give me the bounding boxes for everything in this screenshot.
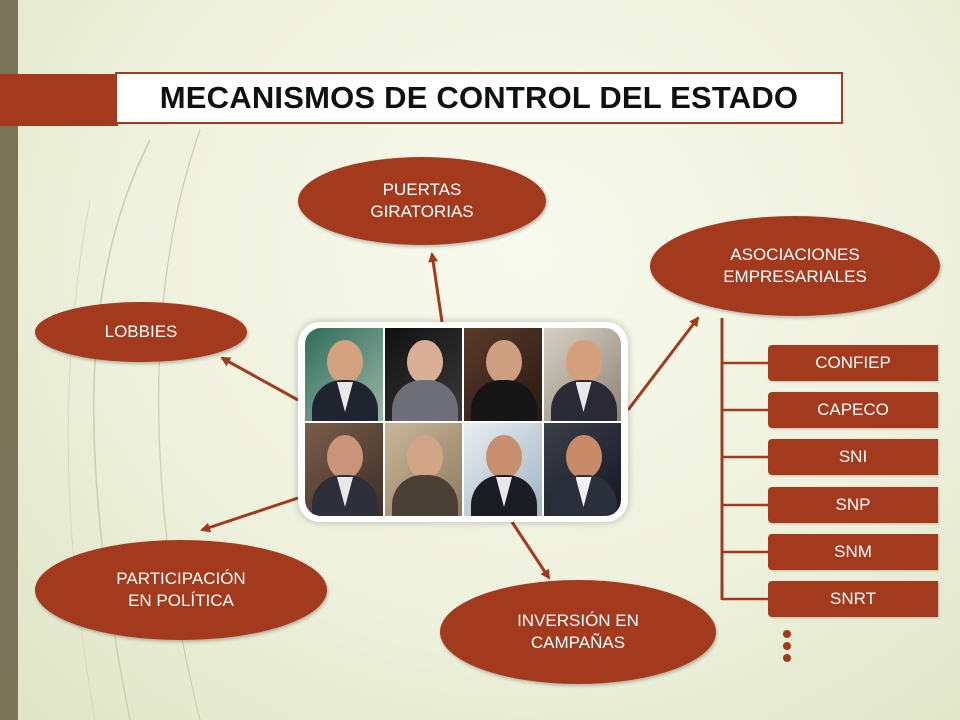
photo-collage bbox=[305, 328, 621, 516]
arrow-to-participacion bbox=[200, 496, 299, 533]
arrow-to-inversion bbox=[510, 521, 551, 580]
association-tag-sni: SNI bbox=[768, 439, 938, 475]
node-lobbies: LOBBIES bbox=[35, 302, 247, 362]
tag-label: SNI bbox=[838, 447, 868, 466]
association-tag-snm: SNM bbox=[768, 534, 938, 570]
tag-label: SNM bbox=[834, 542, 872, 561]
arrow-to-asociaciones bbox=[626, 316, 700, 411]
portrait-photo bbox=[543, 328, 621, 421]
node-label: LOBBIES bbox=[104, 321, 178, 341]
portrait-photo bbox=[305, 423, 383, 516]
title-accent-bar bbox=[0, 74, 118, 126]
title-box: MECANISMOS DE CONTROL DEL ESTADO bbox=[115, 72, 843, 124]
association-tag-capeco: CAPECO bbox=[768, 392, 938, 428]
arrow-to-puertas bbox=[428, 252, 444, 323]
page-title: MECANISMOS DE CONTROL DEL ESTADO bbox=[159, 80, 799, 115]
node-label: PUERTAS GIRATORIAS bbox=[370, 179, 474, 221]
node-asociaciones-empresariales: ASOCIACIONES EMPRESARIALES bbox=[650, 216, 940, 316]
node-label: ASOCIACIONES EMPRESARIALES bbox=[723, 244, 867, 286]
tag-label: SNP bbox=[835, 495, 871, 514]
side-bar bbox=[0, 0, 18, 720]
more-ellipsis-icon bbox=[780, 630, 794, 666]
portrait-photo bbox=[464, 423, 542, 516]
portrait-photo bbox=[543, 423, 621, 516]
portrait-photo bbox=[305, 328, 383, 421]
node-label: PARTICIPACIÓN EN POLÍTICA bbox=[116, 568, 246, 610]
association-tag-snrt: SNRT bbox=[768, 581, 938, 617]
background-curve bbox=[67, 199, 96, 720]
tag-label: SNRT bbox=[830, 589, 876, 608]
node-inversion-en-campanas: INVERSIÓN EN CAMPAÑAS bbox=[440, 580, 716, 684]
node-label: INVERSIÓN EN CAMPAÑAS bbox=[517, 610, 639, 652]
association-tag-confiep: CONFIEP bbox=[768, 345, 938, 381]
portrait-photo bbox=[384, 328, 462, 421]
tag-label: CONFIEP bbox=[815, 353, 891, 372]
arrow-to-lobbies bbox=[220, 356, 299, 402]
node-puertas-giratorias: PUERTAS GIRATORIAS bbox=[298, 157, 546, 245]
portrait-photo bbox=[464, 328, 542, 421]
tag-label: CAPECO bbox=[817, 400, 889, 419]
portrait-photo bbox=[384, 423, 462, 516]
node-participacion-en-politica: PARTICIPACIÓN EN POLÍTICA bbox=[35, 540, 327, 640]
association-tag-snp: SNP bbox=[768, 487, 938, 523]
